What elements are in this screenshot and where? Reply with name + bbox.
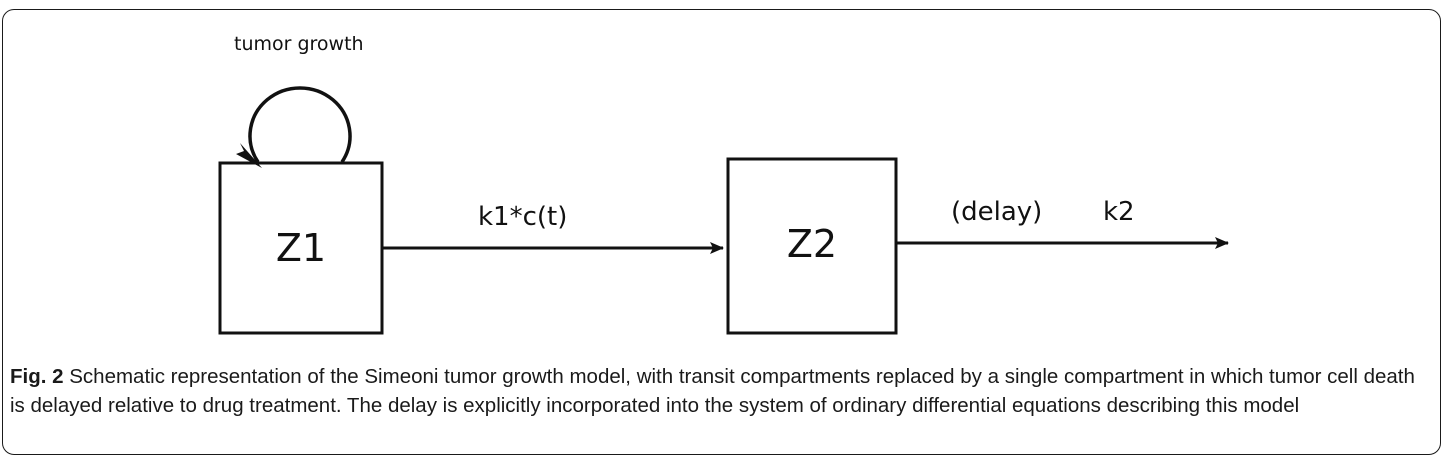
compartment-z2-box (726, 157, 898, 335)
tumor-growth-loop (248, 86, 352, 163)
delay-label: (delay) (951, 197, 1042, 227)
compartment-z1-label: Z1 (276, 226, 326, 270)
caption-text: Schematic representation of the Simeoni … (10, 365, 1415, 417)
figure-caption: Fig. 2 Schematic representation of the S… (10, 363, 1430, 420)
figure-frame (2, 9, 1441, 455)
tumor-growth-label: tumor growth (234, 33, 364, 55)
caption-label: Fig. 2 (10, 365, 64, 388)
compartment-z2-label: Z2 (787, 222, 837, 266)
transfer-rate-label: k1*c(t) (478, 202, 567, 232)
elimination-rate-label: k2 (1103, 197, 1135, 227)
